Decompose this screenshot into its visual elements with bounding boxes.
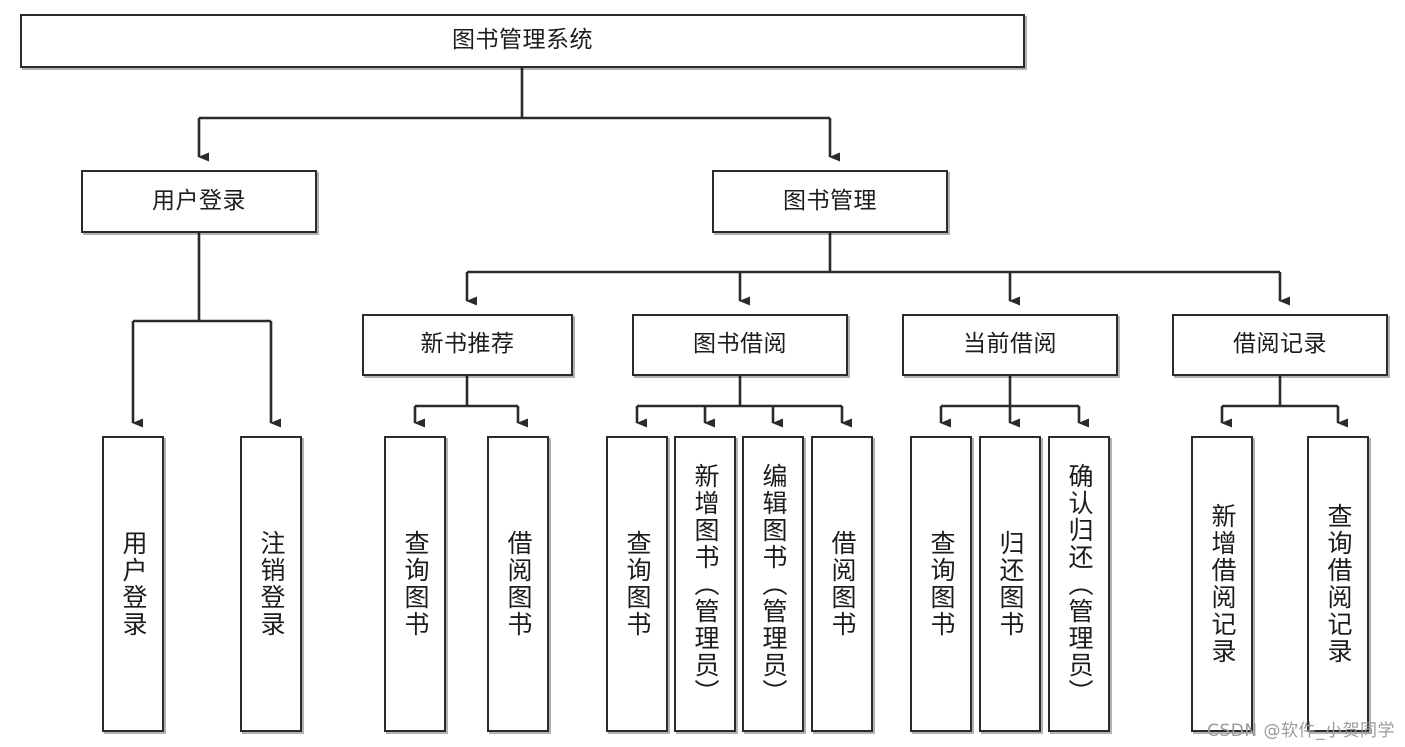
node-book-manage[interactable]: 图书管理 xyxy=(712,170,948,233)
node-root-label: 图书管理系统 xyxy=(452,27,593,54)
node-leaf-return-book-label: 归还图书 xyxy=(996,530,1025,638)
node-book-borrow-label: 图书借阅 xyxy=(693,331,787,358)
node-book-borrow[interactable]: 图书借阅 xyxy=(632,314,848,376)
node-leaf-confirm-return-admin-label: 确认归还（管理员） xyxy=(1065,462,1094,706)
node-book-manage-label: 图书管理 xyxy=(783,187,877,214)
node-borrow-record-label: 借阅记录 xyxy=(1233,331,1327,358)
node-current-borrow-label: 当前借阅 xyxy=(963,331,1057,358)
node-new-book-recommend[interactable]: 新书推荐 xyxy=(362,314,573,376)
node-leaf-query-book-2[interactable]: 查询图书 xyxy=(606,436,668,732)
node-new-book-recommend-label: 新书推荐 xyxy=(420,331,515,358)
node-leaf-borrow-book-2[interactable]: 借阅图书 xyxy=(811,436,873,732)
node-leaf-query-book-3-label: 查询图书 xyxy=(927,530,956,638)
node-leaf-add-borrow-record[interactable]: 新增借阅记录 xyxy=(1191,436,1253,732)
node-leaf-query-book-1[interactable]: 查询图书 xyxy=(384,436,446,732)
node-leaf-add-book-admin[interactable]: 新增图书（管理员） xyxy=(674,436,736,732)
node-root[interactable]: 图书管理系统 xyxy=(20,14,1025,68)
node-leaf-edit-book-admin[interactable]: 编辑图书（管理员） xyxy=(742,436,804,732)
node-current-borrow[interactable]: 当前借阅 xyxy=(902,314,1118,376)
node-leaf-add-book-admin-label: 新增图书（管理员） xyxy=(691,462,720,706)
node-user-login[interactable]: 用户登录 xyxy=(81,170,317,233)
node-leaf-confirm-return-admin[interactable]: 确认归还（管理员） xyxy=(1048,436,1110,732)
node-leaf-borrow-book-1[interactable]: 借阅图书 xyxy=(487,436,549,732)
node-leaf-logout-login[interactable]: 注销登录 xyxy=(240,436,302,732)
node-leaf-query-book-3[interactable]: 查询图书 xyxy=(910,436,972,732)
node-leaf-user-login-label: 用户登录 xyxy=(119,530,148,638)
node-leaf-add-borrow-record-label: 新增借阅记录 xyxy=(1208,503,1237,665)
watermark: CSDN @软件_小贺同学 xyxy=(1207,721,1395,741)
node-leaf-user-login[interactable]: 用户登录 xyxy=(102,436,164,732)
node-leaf-logout-login-label: 注销登录 xyxy=(257,530,286,638)
node-leaf-borrow-book-2-label: 借阅图书 xyxy=(828,530,857,638)
node-user-login-label: 用户登录 xyxy=(152,187,246,214)
node-borrow-record[interactable]: 借阅记录 xyxy=(1172,314,1388,376)
node-leaf-query-book-2-label: 查询图书 xyxy=(623,530,652,638)
node-leaf-return-book[interactable]: 归还图书 xyxy=(979,436,1041,732)
node-leaf-query-borrow-record[interactable]: 查询借阅记录 xyxy=(1307,436,1369,732)
node-leaf-query-book-1-label: 查询图书 xyxy=(401,530,430,638)
node-leaf-edit-book-admin-label: 编辑图书（管理员） xyxy=(759,462,788,706)
node-leaf-borrow-book-1-label: 借阅图书 xyxy=(504,530,533,638)
node-leaf-query-borrow-record-label: 查询借阅记录 xyxy=(1324,503,1353,665)
